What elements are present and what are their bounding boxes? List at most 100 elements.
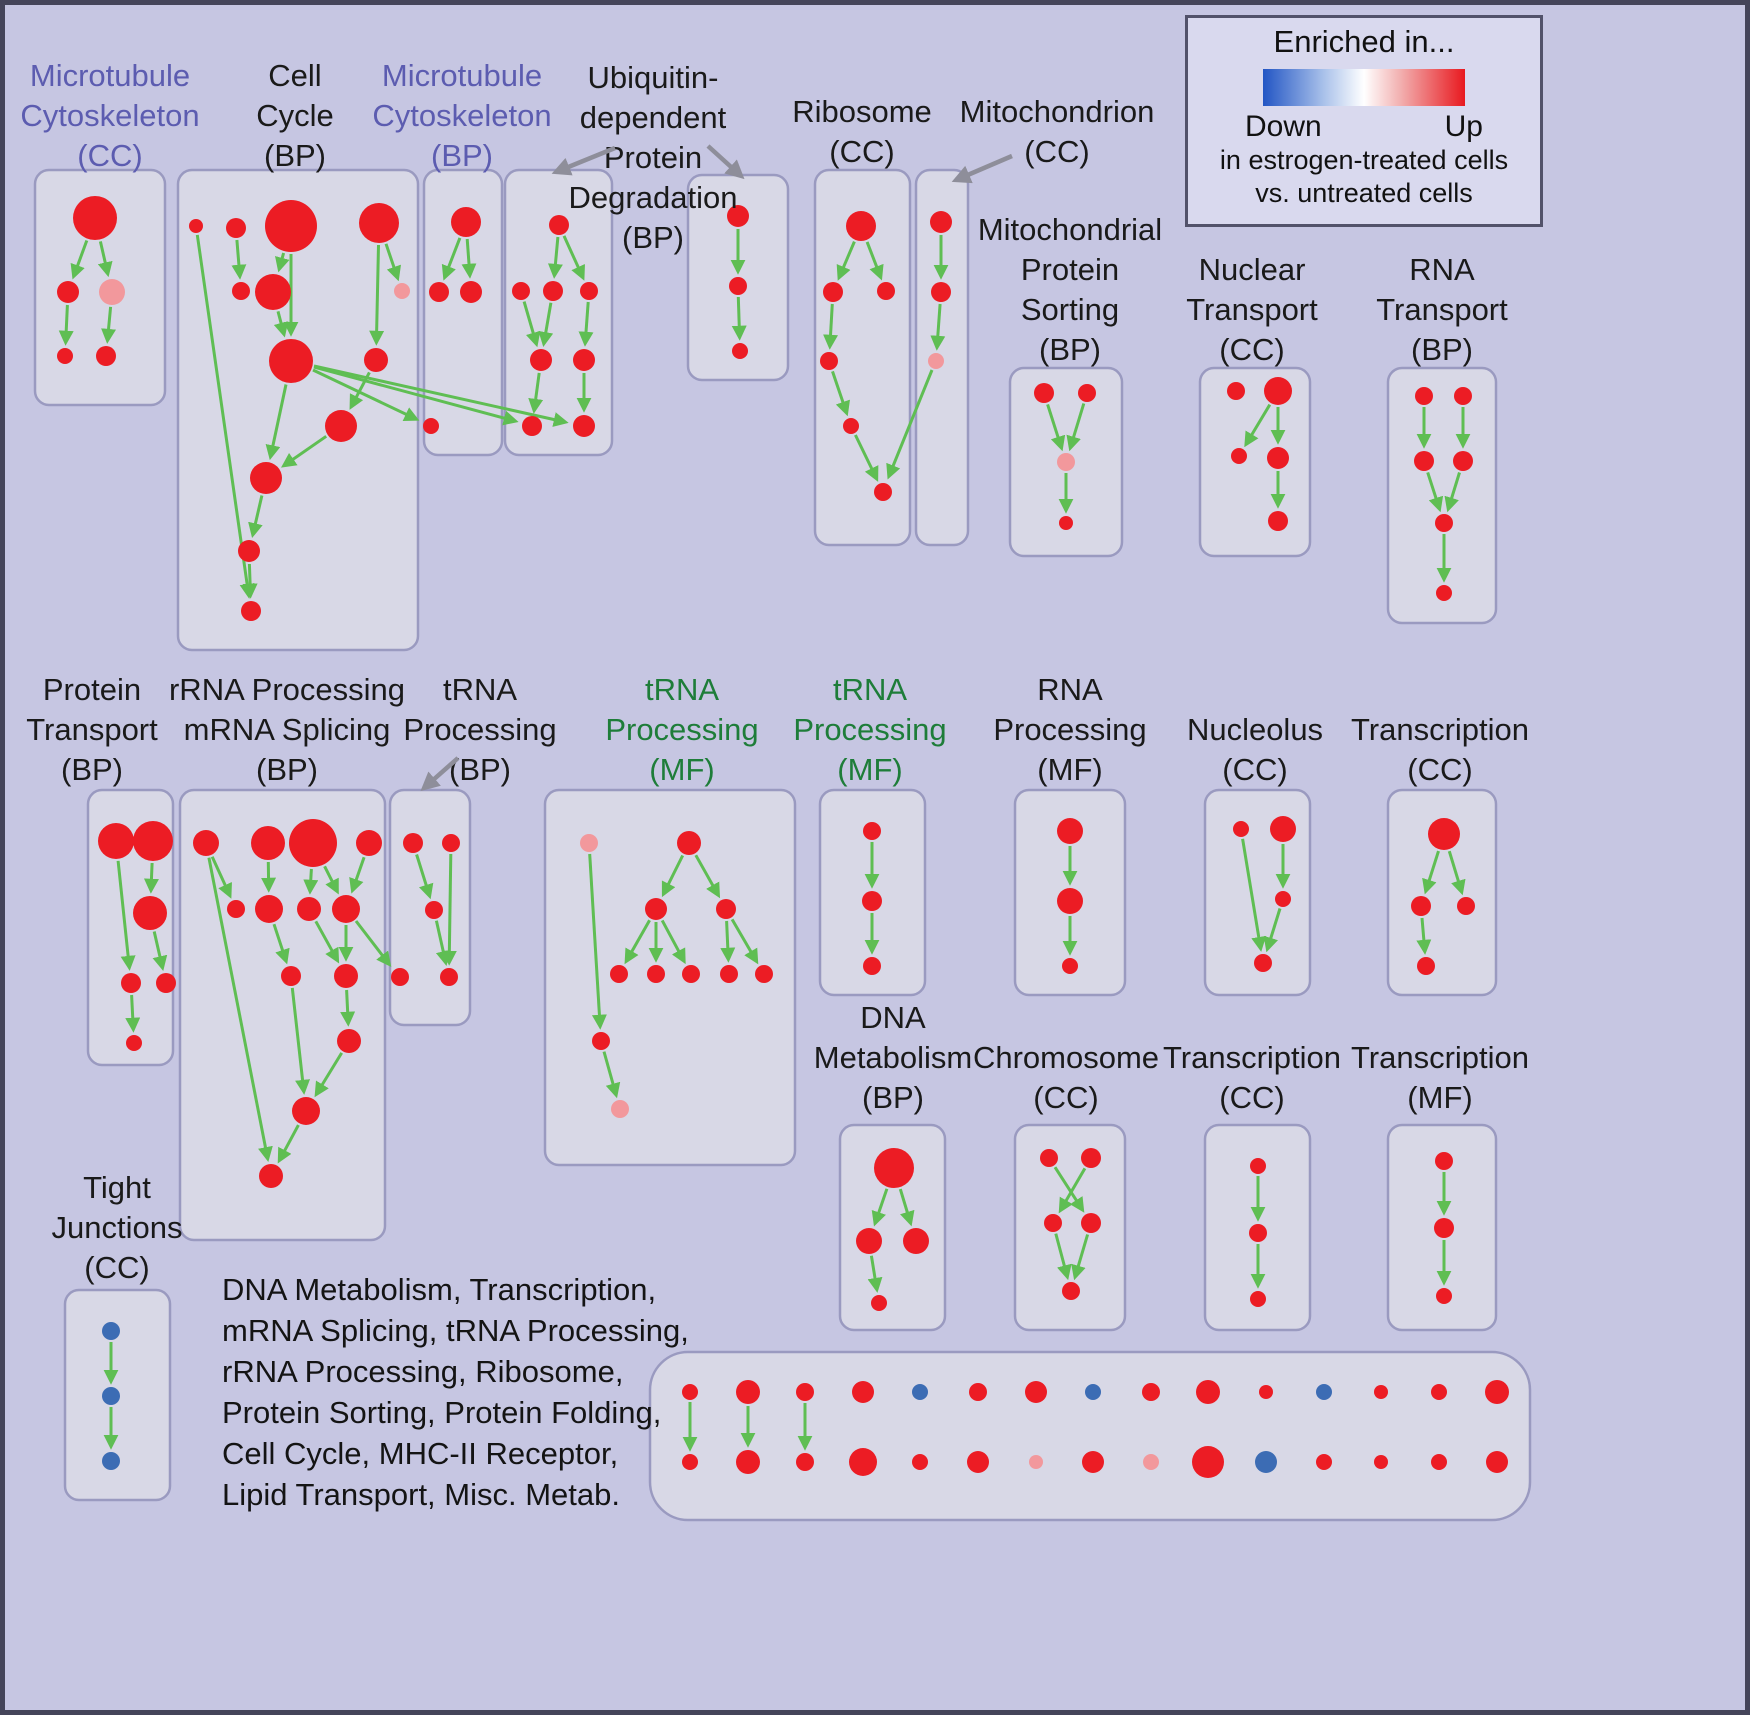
ubiquitin-dependent-protein-degradation-label-line-4: (BP) — [622, 220, 684, 255]
group-label-microtubule-cytoskeleton-cc-line-1: Cytoskeleton — [20, 98, 199, 133]
group-label-nucleolus-cc-line-1: (CC) — [1222, 752, 1287, 787]
edge-microtubule-cytoskeleton-bp-0-2 — [461, 238, 477, 279]
edge-rrna-processing-mrna-splicing-bp-6-9 — [314, 920, 340, 964]
node-chromosome-cc-4 — [1062, 1282, 1080, 1300]
node-nucleolus-cc-2 — [1275, 891, 1291, 907]
node-ribosome-cc-5 — [874, 483, 892, 501]
node-trna-processing-mf-large-5 — [647, 965, 665, 983]
edge-chromosome-cc-2-4 — [1054, 1233, 1072, 1281]
node-ubiquitin-degradation-box-left-0 — [549, 215, 569, 235]
node-rna-processing-mf-1 — [1057, 888, 1083, 914]
node-microtubule-cytoskeleton-bp-3 — [423, 418, 439, 434]
node-miscellaneous-group-25 — [1255, 1451, 1277, 1473]
node-transcription-cc-bottom-2 — [1250, 1291, 1266, 1307]
edge-cell-cycle-bp-10-11 — [248, 495, 264, 539]
edge-cell-cycle-bp-5-7 — [273, 311, 289, 338]
misc-list-line-5: Lipid Transport, Misc. Metab. — [222, 1477, 620, 1512]
edge-cell-cycle-bp-3-6 — [384, 243, 401, 282]
group-label-chromosome-cc-line-1: (CC) — [1033, 1080, 1098, 1115]
node-miscellaneous-group-13 — [1431, 1384, 1447, 1400]
edge-ribosome-cc-0-1 — [836, 241, 856, 281]
node-mitochondrial-protein-sorting-bp-1 — [1078, 384, 1096, 402]
node-miscellaneous-group-27 — [1374, 1455, 1388, 1469]
edge-ubiquitin-degradation-box-left-2-4 — [538, 302, 554, 347]
node-mitochondrial-protein-sorting-bp-3 — [1059, 516, 1073, 530]
group-label-ribosome-cc-line-1: (CC) — [829, 134, 894, 169]
node-chromosome-cc-0 — [1040, 1149, 1058, 1167]
node-miscellaneous-group-8 — [1142, 1383, 1160, 1401]
edge-transcription-cc-middle-1-3 — [1416, 917, 1432, 955]
node-trna-processing-bp-2 — [425, 901, 443, 919]
node-transcription-cc-middle-2 — [1457, 897, 1475, 915]
node-cell-cycle-bp-7 — [269, 339, 313, 383]
node-transcription-cc-middle-0 — [1428, 818, 1460, 850]
group-label-trna-processing-bp-line-0: tRNA — [443, 672, 517, 707]
node-trna-processing-mf-large-9 — [592, 1032, 610, 1050]
edge-dna-metabolism-bp-0-2 — [898, 1188, 915, 1227]
node-miscellaneous-group-9 — [1196, 1380, 1220, 1404]
node-ubiquitin-degradation-box-right-1 — [729, 277, 747, 295]
group-label-transcription-cc-bottom-line-1: (CC) — [1219, 1080, 1284, 1115]
node-miscellaneous-group-7 — [1085, 1384, 1101, 1400]
node-miscellaneous-group-20 — [967, 1451, 989, 1473]
group-box-transcription-cc-middle — [1386, 788, 1498, 997]
cross-edge-1 — [313, 364, 569, 427]
edge-rrna-processing-mrna-splicing-bp-8-11 — [290, 987, 311, 1095]
misc-list-line-0: DNA Metabolism, Transcription, — [222, 1272, 656, 1307]
group-label-trna-processing-mf-large-line-0: tRNA — [645, 672, 719, 707]
node-microtubule-cytoskeleton-bp-2 — [460, 281, 482, 303]
layer-labels: MicrotubuleCytoskeleton(CC)CellCycle(BP)… — [20, 58, 1529, 1512]
node-rrna-processing-mrna-splicing-bp-6 — [297, 897, 321, 921]
node-cell-cycle-bp-1 — [226, 218, 246, 238]
node-protein-transport-bp-3 — [121, 973, 141, 993]
cross-edge-4 — [886, 369, 934, 480]
edge-ubiquitin-degradation-box-left-0-2 — [547, 236, 563, 279]
group-label-rrna-processing-mrna-splicing-bp-line-0: rRNA Processing — [169, 672, 405, 707]
edge-cell-cycle-bp-1-4 — [231, 239, 247, 280]
misc-list-line-2: rRNA Processing, Ribosome, — [222, 1354, 623, 1389]
node-ubiquitin-degradation-box-left-4 — [530, 349, 552, 371]
edge-mitochondrion-cc-1-2 — [930, 303, 946, 351]
node-trna-processing-mf-large-0 — [580, 834, 598, 852]
node-tight-junctions-cc-0 — [102, 1322, 120, 1340]
edge-microtubule-cytoskeleton-cc-2-4 — [101, 306, 117, 344]
node-trna-processing-bp-0 — [403, 833, 423, 853]
node-trna-processing-mf-large-2 — [645, 898, 667, 920]
group-label-cell-cycle-bp-line-1: Cycle — [256, 98, 334, 133]
node-trna-processing-bp-4 — [440, 968, 458, 986]
group-label-trna-processing-bp-line-1: Processing — [403, 712, 556, 747]
node-chromosome-cc-2 — [1044, 1214, 1062, 1232]
node-transcription-mf-1 — [1434, 1218, 1454, 1238]
node-miscellaneous-group-24 — [1192, 1446, 1224, 1478]
node-ubiquitin-degradation-box-left-6 — [522, 416, 542, 436]
edge-cell-cycle-bp-9-10 — [281, 435, 328, 468]
node-ubiquitin-degradation-box-right-2 — [732, 343, 748, 359]
node-miscellaneous-group-19 — [912, 1454, 928, 1470]
node-miscellaneous-group-14 — [1485, 1380, 1509, 1404]
group-box-rna-transport-bp — [1386, 366, 1498, 625]
edge-ribosome-cc-1-3 — [823, 303, 839, 350]
node-rna-transport-bp-2 — [1414, 451, 1434, 471]
edge-cell-cycle-bp-3-8 — [369, 244, 385, 346]
node-ubiquitin-degradation-box-left-3 — [580, 282, 598, 300]
ubiquitin-dependent-protein-degradation-label-line-1: dependent — [580, 100, 727, 135]
group-label-trna-processing-mf-large-line-1: Processing — [605, 712, 758, 747]
node-rrna-processing-mrna-splicing-bp-11 — [292, 1097, 320, 1125]
node-trna-processing-mf-large-10 — [611, 1100, 629, 1118]
node-rrna-processing-mrna-splicing-bp-4 — [227, 900, 245, 918]
edge-trna-processing-mf-large-9-10 — [602, 1051, 621, 1099]
group-label-mitochondrion-cc-line-0: Mitochondrion — [960, 94, 1155, 129]
node-trna-processing-mf-large-1 — [677, 831, 701, 855]
node-rrna-processing-mrna-splicing-bp-7 — [332, 895, 360, 923]
node-trna-processing-mf-large-4 — [610, 965, 628, 983]
node-nuclear-transport-cc-2 — [1231, 448, 1247, 464]
legend-gradient-bar — [1263, 69, 1465, 106]
group-label-tight-junctions-cc-line-2: (CC) — [84, 1250, 149, 1285]
legend-down-label: Down — [1245, 110, 1322, 143]
group-label-protein-transport-bp-line-1: Transport — [26, 712, 158, 747]
edge-rrna-processing-mrna-splicing-bp-2-6 — [303, 868, 319, 895]
node-transcription-cc-middle-3 — [1417, 957, 1435, 975]
edge-ribosome-cc-4-5 — [854, 434, 879, 482]
node-trna-processing-mf-large-3 — [716, 899, 736, 919]
node-miscellaneous-group-0 — [682, 1384, 698, 1400]
